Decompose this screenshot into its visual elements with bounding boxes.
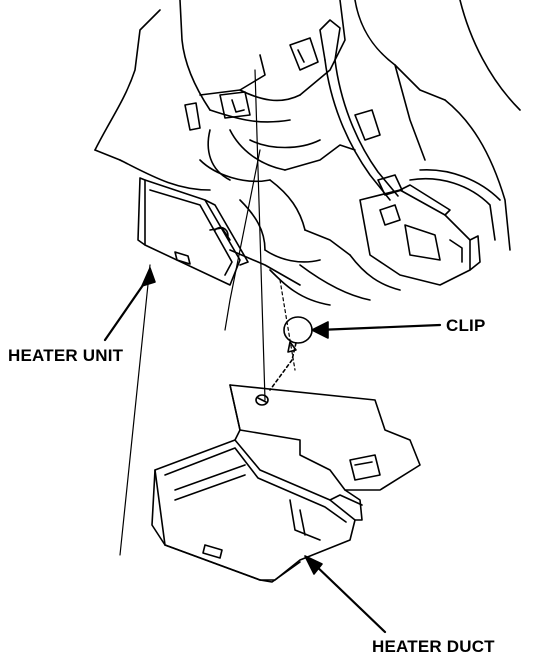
heater-duct-label: HEATER DUCT xyxy=(372,637,495,656)
heater-unit-label: HEATER UNIT xyxy=(8,346,124,365)
wiring-harness xyxy=(319,19,403,201)
assembly-guide-lines xyxy=(119,69,296,556)
heater-duct xyxy=(151,384,421,583)
clip-label: CLIP xyxy=(446,316,486,335)
heater-unit xyxy=(137,177,249,286)
callout-arrow-heater-unit xyxy=(103,267,156,342)
callout-arrow-clip xyxy=(311,321,442,339)
clip-part xyxy=(269,316,313,391)
callout-arrow-heater-duct xyxy=(304,555,387,634)
connector-block xyxy=(359,169,501,286)
dashboard-structure xyxy=(94,0,521,306)
